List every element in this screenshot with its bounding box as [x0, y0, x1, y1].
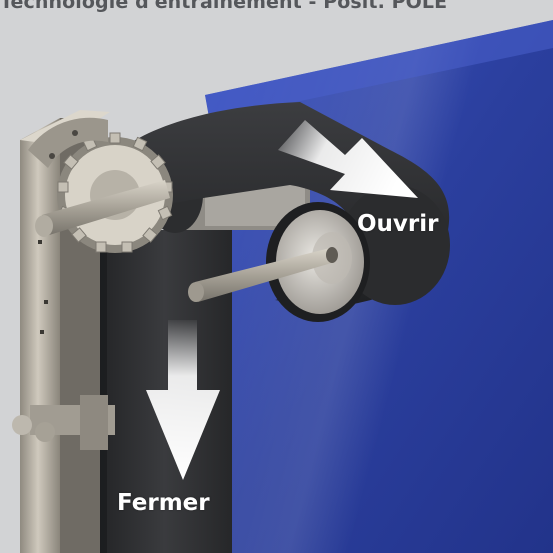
open-label: Ouvrir	[357, 211, 439, 237]
close-label: Fermer	[117, 490, 210, 516]
roller-shaft	[188, 247, 338, 302]
open-arrow-icon	[278, 120, 418, 198]
caption-text: Technologie d'entraînement - Posit. POLE	[0, 0, 448, 13]
close-arrow-icon	[146, 320, 220, 480]
mounting-bracket	[12, 395, 115, 450]
drive-shaft	[35, 180, 170, 237]
